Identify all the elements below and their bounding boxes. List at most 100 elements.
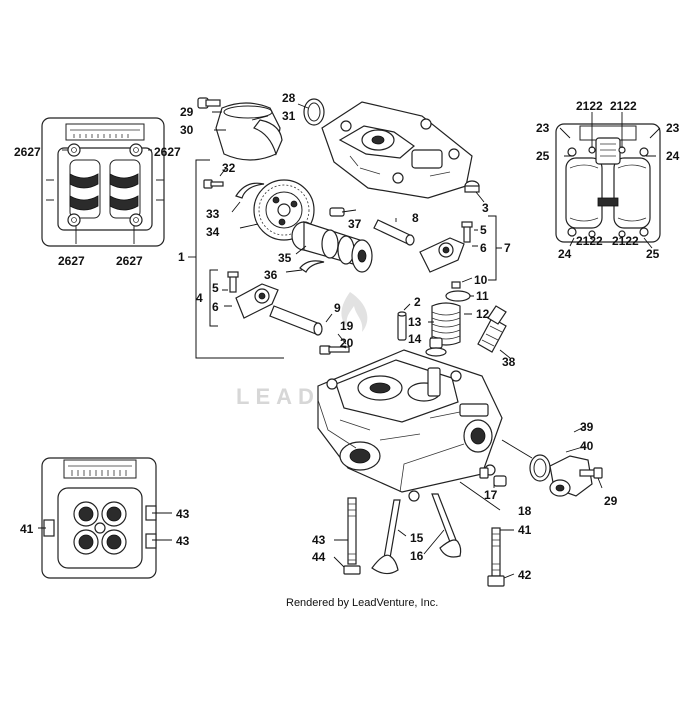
- rocker-arm-left: [227, 271, 279, 319]
- callout-35: 35: [278, 251, 292, 265]
- leaders-39-40-29: [501, 425, 603, 489]
- callout-17: 17: [484, 488, 498, 502]
- retainer-clip-33: [235, 182, 265, 199]
- dowel-3: [464, 180, 480, 193]
- spring-retainer-11: [445, 290, 471, 302]
- valve-16: [431, 493, 462, 558]
- leaders-5-6-7: [472, 229, 502, 249]
- callout-10: 10: [474, 273, 488, 287]
- inset-head-underside: [41, 457, 157, 579]
- callout-2122-bottom-right: 2122: [612, 234, 639, 248]
- leader-9: [325, 313, 333, 323]
- callout-8: 8: [412, 211, 419, 225]
- callout-6-left: 6: [212, 300, 219, 314]
- leaders-29-30-31: [212, 111, 269, 131]
- callout-41-inset: 41: [20, 522, 34, 536]
- valve-keepers-10: [451, 281, 461, 289]
- callout-5-left: 5: [212, 281, 219, 295]
- callout-2122-top-left: 2122: [576, 99, 603, 113]
- leader-3: [475, 191, 485, 203]
- callout-29-top: 29: [180, 105, 194, 119]
- retainer-clip-36: [299, 260, 325, 273]
- callout-30: 30: [180, 123, 194, 137]
- callout-23-left: 23: [536, 121, 550, 135]
- leader-28: [297, 103, 309, 109]
- callout-31: 31: [282, 109, 296, 123]
- callout-12: 12: [476, 307, 490, 321]
- callout-43-inset-a: 43: [176, 507, 190, 521]
- leaders-10-14: [428, 277, 474, 339]
- callout-23-right: 23: [666, 121, 680, 135]
- camshaft-35: [291, 207, 373, 273]
- spark-plug-38: [477, 305, 507, 353]
- callout-33: 33: [206, 207, 220, 221]
- cover-gasket-31: [253, 119, 283, 156]
- leaders-4-5-6: [222, 289, 232, 307]
- leader-33: [231, 201, 241, 213]
- nut-44: [343, 565, 361, 575]
- callout-labels: 1 2 3 4 5 5 6 6 7 8 9 10 11 12 13 14 15 …: [14, 91, 680, 582]
- rocker-shaft-8: [373, 219, 415, 246]
- callout-19: 19: [340, 319, 354, 333]
- callout-2122-bottom-left: 2122: [576, 234, 603, 248]
- callout-11: 11: [476, 289, 489, 303]
- callout-2627-bottom-right: 2627: [116, 254, 143, 268]
- callout-24-right: 24: [666, 149, 680, 163]
- callout-16: 16: [410, 549, 424, 563]
- callout-20: 20: [340, 336, 354, 350]
- callout-2122-top-right: 2122: [610, 99, 637, 113]
- valve-stem-seal-13: [429, 337, 443, 349]
- leaders-19-20: [337, 333, 347, 349]
- callout-5-right: 5: [480, 223, 487, 237]
- leaders-43-44: [333, 539, 348, 568]
- leaders-underside: [38, 512, 172, 541]
- stud-43: [347, 497, 357, 565]
- leader-34: [239, 223, 259, 229]
- callout-2627-top-right: 2627: [154, 145, 181, 159]
- leader-36: [285, 269, 303, 273]
- callout-40: 40: [580, 439, 594, 453]
- callout-18: 18: [518, 504, 532, 518]
- callout-34: 34: [206, 225, 220, 239]
- spring-seat-14: [425, 347, 447, 357]
- o-ring-39: [529, 454, 551, 482]
- inset-head-top-view-left: [41, 117, 165, 247]
- inset-head-cover-view-right: [555, 123, 661, 243]
- valve-15: [371, 499, 401, 575]
- callout-6-right: 6: [480, 241, 487, 255]
- callout-15: 15: [410, 531, 424, 545]
- callout-29-joint: 29: [604, 494, 618, 508]
- leader-2: [403, 303, 411, 311]
- bracket-7: [488, 215, 497, 281]
- leaders-41-42: [500, 529, 515, 579]
- rocker-arm-right: [419, 221, 473, 273]
- callout-39: 39: [580, 420, 594, 434]
- bolt-41: [491, 527, 501, 577]
- callout-13: 13: [408, 315, 422, 329]
- callout-2627-bottom-left: 2627: [58, 254, 85, 268]
- water-joint-40: [549, 455, 593, 497]
- rocker-shaft-9: [269, 305, 323, 336]
- leaders-right-inset: [559, 112, 661, 249]
- leaders-35-37: [295, 209, 357, 255]
- callout-32: 32: [222, 161, 236, 175]
- callout-2627-top-left: 2627: [14, 145, 41, 159]
- leaders-15-16: [397, 529, 445, 555]
- cylinder-head: [317, 349, 503, 502]
- callout-44: 44: [312, 550, 326, 564]
- callout-24-bottom: 24: [558, 247, 572, 261]
- cam-holder-housing: [321, 101, 473, 199]
- callout-1: 1: [178, 250, 185, 264]
- flange-nut-42: [487, 575, 505, 587]
- callout-25-left: 25: [536, 149, 550, 163]
- callout-36: 36: [264, 268, 278, 282]
- callout-7: 7: [504, 241, 511, 255]
- rendered-by-footer: Rendered by LeadVenture, Inc.: [286, 597, 438, 609]
- bracket-4: [209, 269, 218, 327]
- bracket-1: [195, 159, 284, 359]
- callout-3: 3: [482, 201, 489, 215]
- callout-43-inset-b: 43: [176, 534, 190, 548]
- plug-bolt-17: [479, 467, 507, 487]
